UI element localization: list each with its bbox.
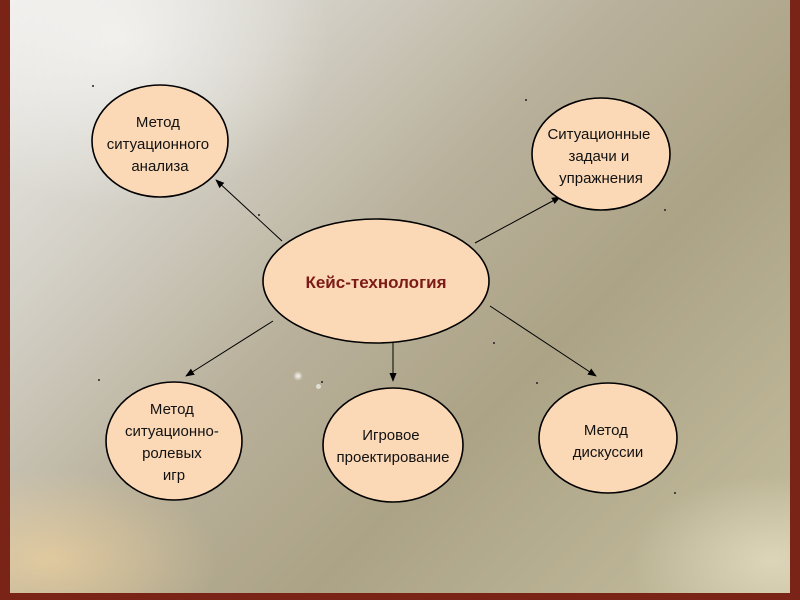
- mind-map-diagram: Метод ситуационного анализа Ситуационные…: [91, 84, 678, 503]
- lens-flare: [293, 371, 303, 381]
- node-game-design-label: Игровое проектирование: [337, 427, 450, 466]
- node-situational-analysis-shape: [91, 84, 229, 198]
- node-situational-tasks-label: Ситуационные задачи и упражнения: [547, 126, 654, 187]
- node-role-games-shape: [105, 381, 243, 501]
- node-case-technology: Кейс-технология: [262, 218, 490, 344]
- node-discussion: Метод дискуссии: [538, 382, 678, 494]
- node-role-games-label: Метод ситуационно- ролевых игр: [125, 401, 223, 484]
- node-situational-analysis: Метод ситуационного анализа: [91, 84, 229, 198]
- arrow-to-situational-tasks: [474, 196, 561, 244]
- node-situational-analysis-label: Метод ситуационного анализа: [107, 114, 213, 175]
- center-label: Кейс-технология: [305, 273, 446, 292]
- slide-background: Метод ситуационного анализа Ситуационные…: [10, 0, 790, 593]
- decorative-specks: [92, 85, 676, 494]
- arrow-to-role-games: [185, 320, 274, 377]
- arrow-to-discussion: [489, 305, 597, 377]
- lens-flare: [316, 384, 321, 389]
- node-discussion-label: Метод дискуссии: [573, 422, 643, 461]
- node-game-design: Игровое проектирование: [322, 387, 464, 503]
- connector-arrows: [185, 179, 597, 382]
- node-discussion-shape: [538, 382, 678, 494]
- node-role-games: Метод ситуационно- ролевых игр: [105, 381, 243, 501]
- node-situational-tasks-shape: [531, 97, 671, 211]
- node-game-design-shape: [322, 387, 464, 503]
- arrow-to-situational-analysis: [215, 179, 283, 242]
- node-situational-tasks: Ситуационные задачи и упражнения: [531, 97, 671, 211]
- node-case-technology-shape: [262, 218, 490, 344]
